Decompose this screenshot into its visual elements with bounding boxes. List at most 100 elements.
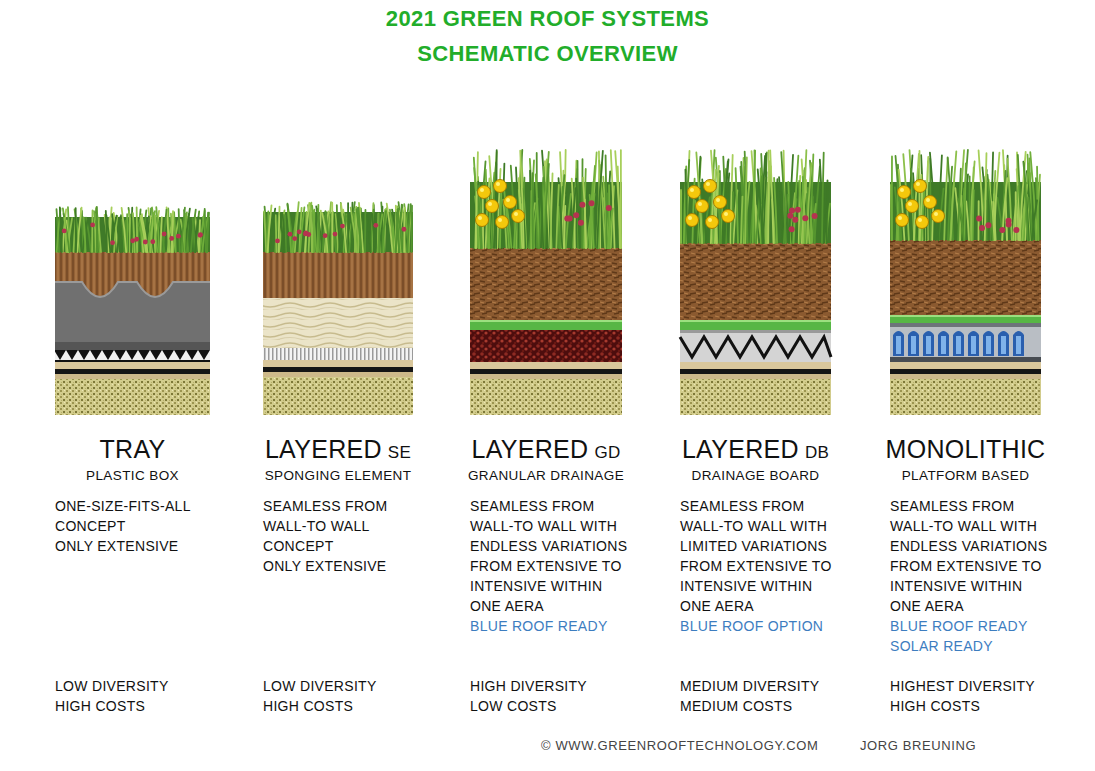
red-flower	[90, 222, 95, 227]
water-cell	[923, 331, 934, 356]
water-highlight	[896, 336, 901, 354]
red-flower	[297, 229, 302, 234]
grass-blade	[156, 207, 159, 252]
text-line: FROM EXTENSIVE TO	[890, 556, 1041, 576]
text-line: HIGH COSTS	[263, 696, 377, 716]
text-line: WALL-TO WALL	[263, 516, 413, 536]
grass-blade	[495, 150, 497, 248]
grass-blade	[583, 178, 586, 248]
flower-highlight	[908, 202, 912, 206]
system-type: DRAINAGE BOARD	[692, 467, 820, 485]
flower-highlight	[688, 216, 692, 220]
system-type: SPONGING ELEMENT	[265, 467, 412, 485]
text-line: ONE-SIZE-FITS-ALL	[55, 496, 210, 516]
drainage-board-edge	[680, 330, 831, 333]
platform-base	[890, 357, 1041, 362]
red-flower	[1013, 227, 1019, 233]
text-line: MEDIUM DIVERSITY	[680, 676, 819, 696]
grass-blade	[826, 180, 829, 243]
grass-blade	[1007, 159, 1011, 240]
grass-blade	[556, 185, 558, 248]
text-line: FROM EXTENSIVE TO	[680, 556, 831, 576]
roof-layer	[680, 374, 831, 379]
roof-layer	[470, 379, 622, 415]
grass-blade	[396, 215, 398, 252]
red-flower	[340, 224, 345, 229]
water-cell	[998, 331, 1009, 356]
grass-blade	[181, 208, 185, 252]
roof-layer	[680, 362, 831, 369]
roof-section	[680, 150, 831, 415]
roof-layer	[470, 374, 622, 379]
text-line: BLUE ROOF READY	[890, 616, 1041, 636]
grass-blade	[317, 205, 319, 252]
flower-highlight	[496, 182, 500, 186]
yellow-flower	[688, 186, 701, 199]
plastic-tray	[55, 282, 210, 350]
system-suffix: SE	[388, 440, 411, 466]
roof-layer	[55, 369, 210, 374]
grass-blade	[136, 207, 138, 252]
grass-blade	[309, 203, 312, 252]
grass-blade	[351, 208, 356, 252]
red-flower	[198, 232, 203, 237]
grass-blade	[1030, 152, 1036, 240]
grass-blade	[758, 169, 763, 243]
grass-blade	[174, 212, 176, 252]
heading-row: LAYEREDGD	[470, 436, 622, 462]
red-flower	[795, 207, 801, 213]
text-line: SOLAR READY	[890, 636, 1041, 656]
rating-text: HIGH DIVERSITY LOW COSTS	[470, 676, 587, 716]
grass-blade	[803, 150, 806, 243]
flower-highlight	[934, 212, 938, 216]
flower-highlight	[716, 198, 720, 202]
red-flower	[787, 213, 793, 219]
roof-layer	[263, 360, 413, 367]
title: 2021 GREEN ROOF SYSTEMS SCHEMATIC OVERVI…	[0, 1, 1095, 71]
water-highlight	[956, 336, 961, 354]
flower-highlight	[690, 188, 694, 192]
grass-blade	[958, 169, 961, 240]
yellow-flower	[478, 186, 491, 199]
grass-blade	[822, 153, 824, 243]
description: SEAMLESS FROM WALL-TO WALL WITH LIMITED …	[680, 496, 831, 616]
grass-blade	[133, 213, 135, 252]
flower-highlight	[926, 198, 930, 202]
text-line: INTENSIVE WITHIN	[890, 576, 1041, 596]
flower-highlight	[706, 182, 710, 186]
red-flower	[812, 213, 818, 219]
rating-text: HIGHEST DIVERSITY HIGH COSTS	[890, 676, 1035, 716]
grass-blade	[347, 203, 349, 252]
grass-blade	[685, 170, 687, 243]
grass-blade	[770, 150, 773, 243]
grass-blade	[530, 159, 534, 248]
flower-highlight	[724, 212, 728, 216]
red-flower	[976, 215, 982, 221]
grass-blade	[520, 151, 524, 248]
grass-blade	[620, 150, 622, 248]
system-column: MONOLITHICPLATFORM BASEDSEAMLESS FROM WA…	[890, 436, 1041, 720]
red-flower	[802, 215, 808, 221]
red-flower	[130, 238, 135, 243]
water-highlight	[941, 336, 946, 354]
grass-blade	[207, 213, 209, 252]
substrate	[680, 243, 831, 320]
text-line: HIGHEST DIVERSITY	[890, 676, 1035, 696]
text-line: WALL-TO WALL WITH	[470, 516, 622, 536]
yellow-flower	[704, 180, 717, 193]
water-cell	[1013, 331, 1024, 356]
grass-blade	[763, 172, 766, 243]
red-flower	[176, 234, 181, 239]
water-cell	[968, 331, 979, 356]
text-line: ENDLESS VARIATIONS	[470, 536, 622, 556]
grass-blade	[312, 206, 316, 252]
roof-layer	[890, 362, 1041, 369]
rating-wrap: LOW DIVERSITY HIGH COSTS	[55, 676, 169, 716]
grass-blade	[559, 175, 564, 248]
filter-fleece-edge	[680, 320, 831, 322]
red-flower	[373, 223, 378, 228]
rating-text: MEDIUM DIVERSITY MEDIUM COSTS	[680, 676, 819, 716]
tray-base	[55, 342, 210, 350]
grass-blade	[564, 206, 565, 248]
